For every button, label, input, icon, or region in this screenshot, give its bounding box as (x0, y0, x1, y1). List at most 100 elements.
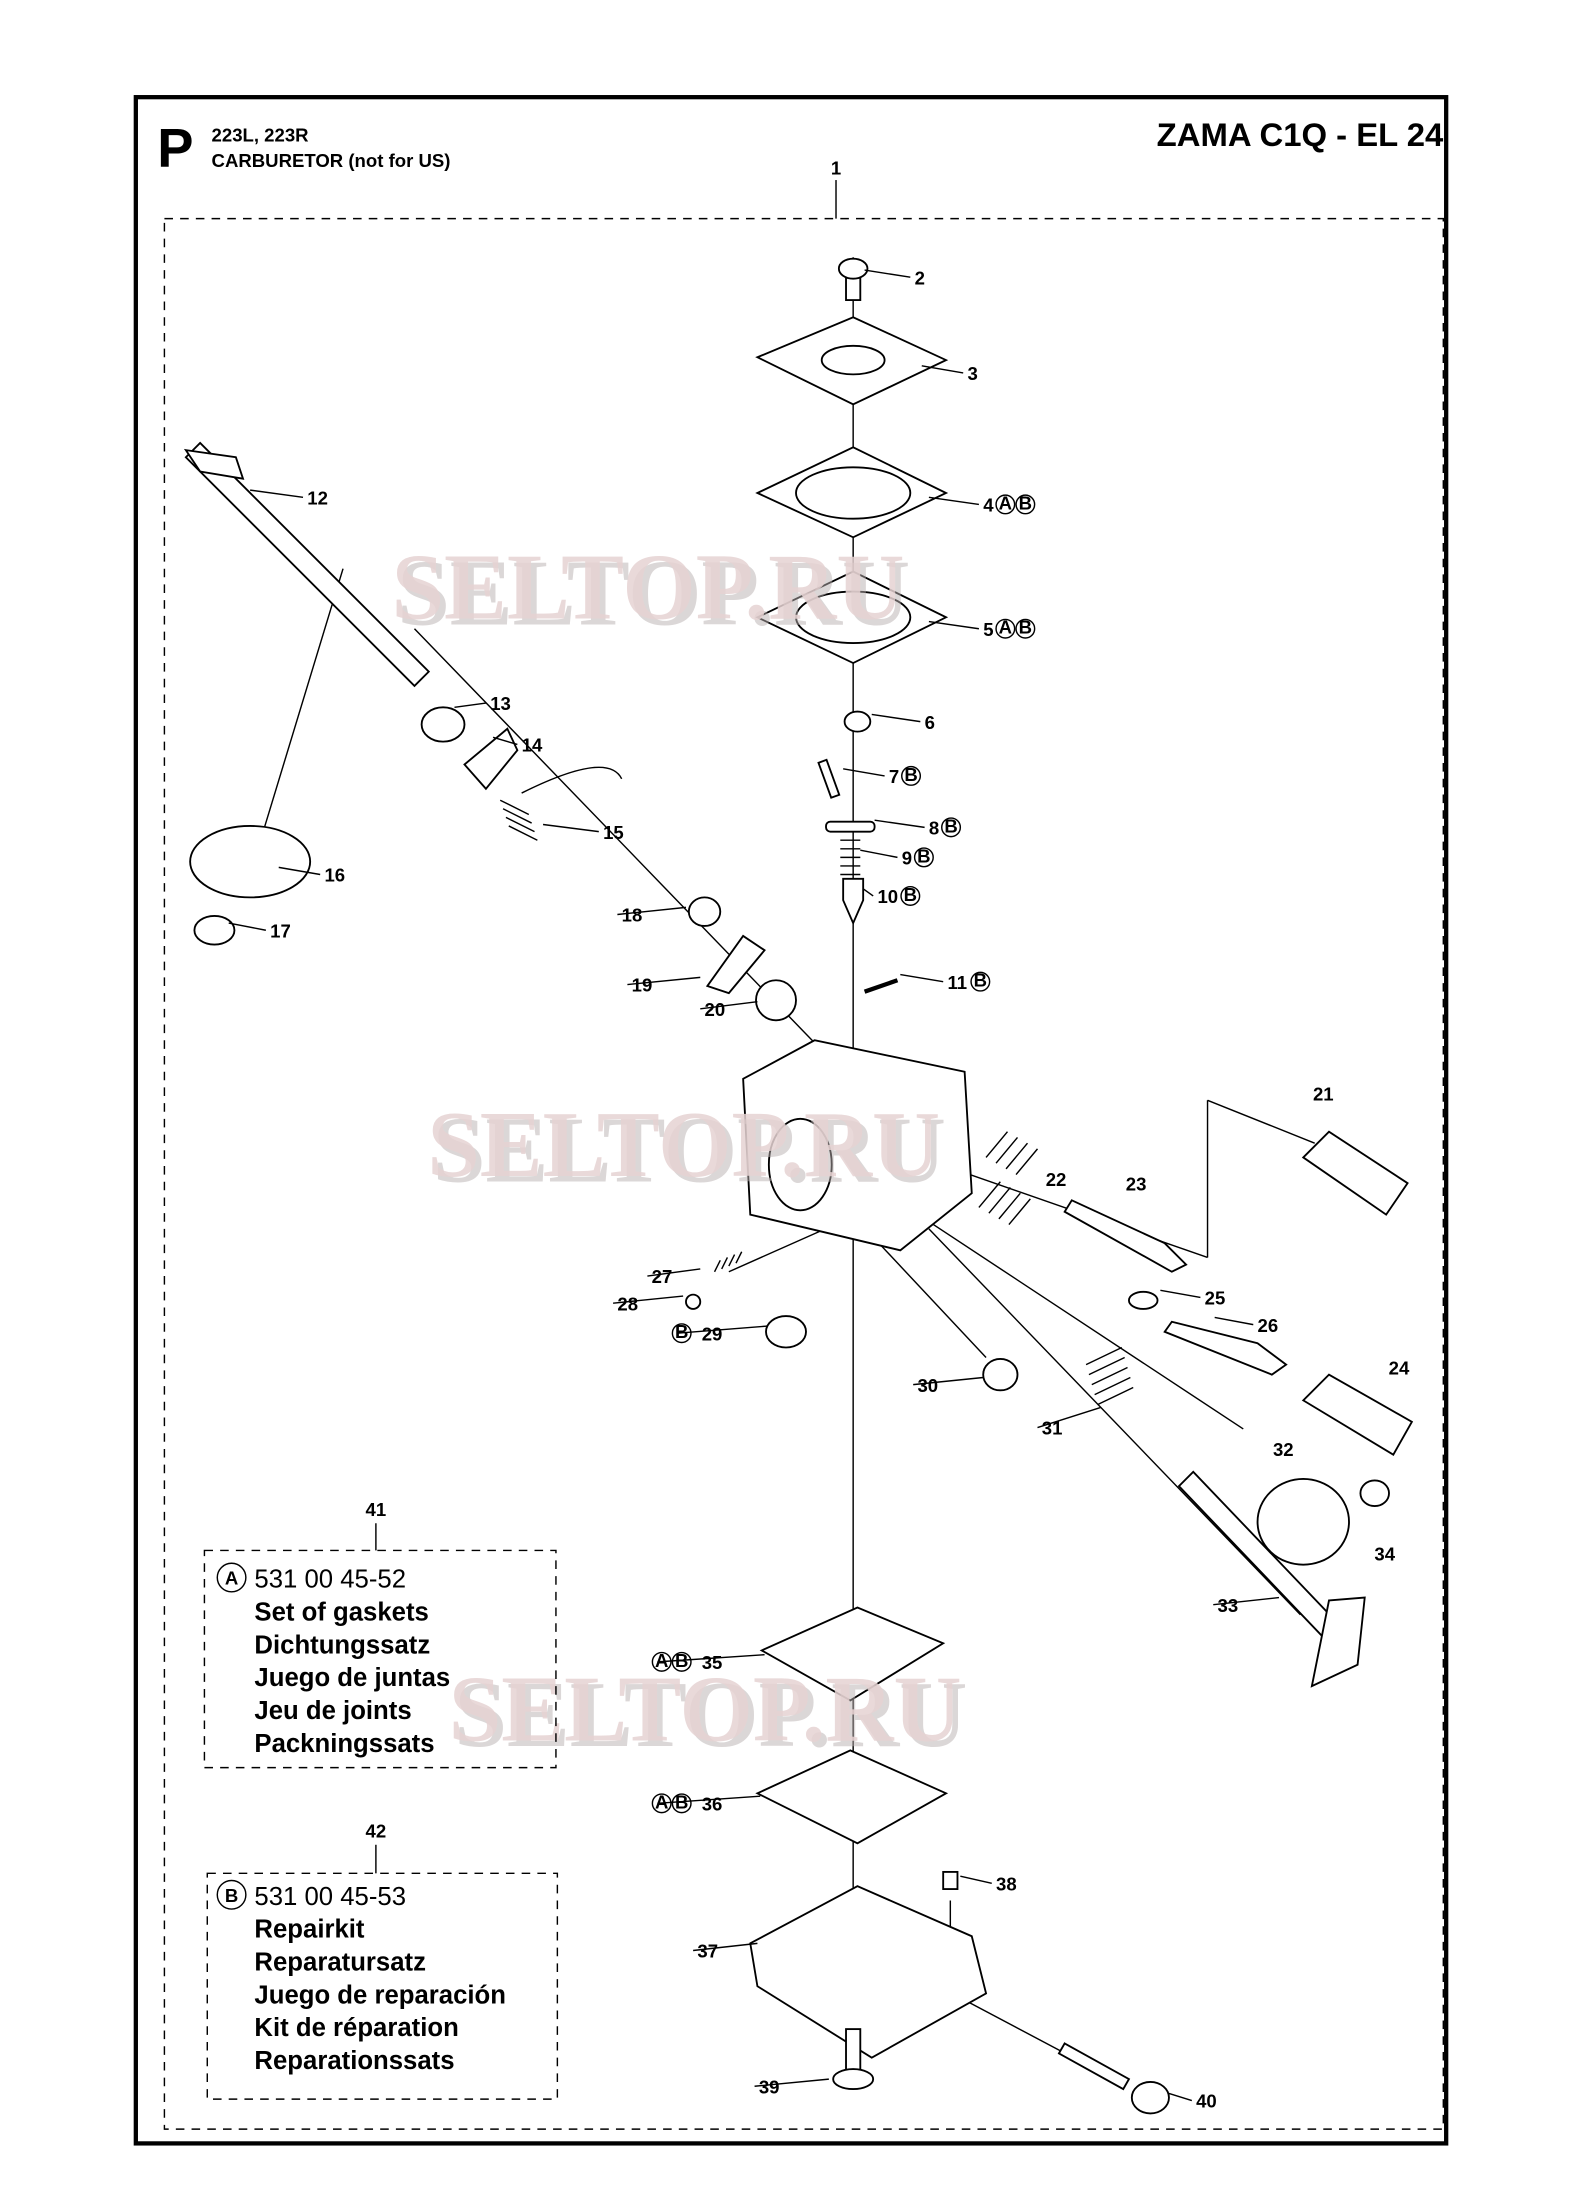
part-bushing-20 (755, 979, 797, 1022)
kit-letter-a: A (225, 1568, 238, 1589)
kit-marker-label: B (675, 1321, 688, 1342)
callout-35: 35 (702, 1652, 723, 1673)
leader-line (900, 973, 944, 983)
part-screw-40 (1057, 2042, 1170, 2115)
part-pin-7 (817, 758, 841, 799)
leader-line (454, 702, 487, 709)
leader-line (1214, 1316, 1254, 1326)
callout-24: 24 (1389, 1358, 1410, 1379)
callout-11: 11 (947, 972, 967, 993)
leader-line (657, 1795, 761, 1805)
callout-4: 4 (983, 495, 994, 516)
leader-line (960, 1875, 992, 1885)
kit-b-name: Juego de reparación (254, 1981, 506, 2009)
carburetor-model: ZAMA C1Q - EL 24 (1157, 116, 1444, 153)
callout-18: 18 (622, 905, 643, 926)
part-ball-28 (685, 1293, 702, 1310)
part-limiter-cap-24 (1301, 1373, 1414, 1456)
callout-37: 37 (697, 1941, 718, 1962)
part-plug-38 (942, 1870, 959, 1890)
kit-marker-a (651, 1793, 672, 1814)
callout-41: 41 (366, 1499, 387, 1520)
kit-a-part-number: 531 00 45-52 (254, 1566, 406, 1594)
kit-marker-label: B (675, 1791, 688, 1812)
callout-42: 42 (366, 1821, 387, 1842)
callout-30: 30 (917, 1375, 938, 1396)
part-screw-18 (687, 896, 722, 927)
part-pump-cover-3-center (820, 344, 886, 376)
leader-line (921, 365, 964, 374)
callout-19: 19 (632, 975, 653, 996)
page-frame (133, 95, 1449, 2146)
part-shaft-12 (184, 441, 431, 688)
part-diaphragm-4-center (795, 466, 912, 520)
callout-27: 27 (652, 1266, 673, 1287)
part-spring-22a (985, 1131, 1039, 1176)
kit-marker-a (995, 618, 1016, 639)
callout-29: 29 (702, 1323, 723, 1344)
kit-marker-label: B (917, 845, 930, 866)
callout-14: 14 (522, 735, 543, 756)
svg-text:SELTOP.RU: SELTOP.RU (427, 1093, 940, 1197)
callout-40: 40 (1196, 2091, 1217, 2112)
part-gasket-5-hole (795, 590, 912, 644)
leader-line (617, 906, 687, 916)
callout-13: 13 (490, 693, 511, 714)
part-bushing-13 (420, 706, 466, 743)
kit-box-b: B 531 00 45-53 Repairkit Reparatursatz J… (206, 1844, 559, 2100)
svg-text:SELTOP.RU: SELTOP.RU (397, 541, 910, 645)
kit-b-name: Repairkit (254, 1916, 364, 1944)
part-needle-26 (1163, 1320, 1288, 1376)
kit-marker-label: B (974, 970, 987, 991)
kit-marker-b (901, 765, 922, 786)
kit-marker-b (941, 817, 962, 838)
leader-line (1213, 1596, 1280, 1606)
callout-7: 7 (889, 766, 899, 787)
kit-marker-label: A (999, 617, 1012, 638)
callout-5: 5 (983, 619, 993, 640)
callout-28: 28 (617, 1293, 638, 1314)
leader-line (228, 922, 266, 931)
kit-marker-b (1015, 494, 1036, 515)
part-carburetor-bore (767, 1117, 833, 1212)
part-choke-valve-32 (1256, 1478, 1350, 1566)
part-lever-19 (705, 934, 766, 995)
leader-line (928, 620, 980, 630)
kit-marker-label: B (904, 884, 917, 905)
part-screw-30 (982, 1357, 1019, 1392)
part-limiter-cap-21 (1301, 1130, 1409, 1216)
callout-33: 33 (1218, 1595, 1239, 1616)
part-screw-2 (837, 257, 869, 302)
part-shaft-12-head (183, 448, 245, 480)
part-gasket-36 (755, 1749, 949, 1845)
kit-letter-b: B (225, 1885, 238, 1906)
model-list: 223L, 223R (212, 124, 310, 145)
diagram-title: CARBURETOR (not for US) (212, 150, 451, 171)
kit-a-name: Juego de juntas (254, 1664, 450, 1692)
kit-marker-label: B (944, 815, 957, 836)
leader-line (913, 1376, 984, 1386)
part-screw-34 (1359, 1479, 1390, 1508)
kit-marker-label: A (999, 492, 1012, 513)
leader-line (613, 1295, 684, 1304)
kit-marker-a (651, 1651, 672, 1672)
part-pump-body-37 (749, 1885, 988, 2059)
kit-marker-b (671, 1651, 692, 1672)
kit-marker-b (970, 971, 991, 992)
assembly-boundary (163, 217, 1445, 2130)
svg-text:SELTOP.RU: SELTOP.RU (454, 1663, 967, 1767)
leader-line (542, 823, 599, 833)
part-spring-22b (978, 1181, 1031, 1226)
kit-marker-b (900, 885, 921, 906)
callout-39: 39 (759, 2076, 780, 2097)
callout-23: 23 (1126, 1173, 1147, 1194)
callout-26: 26 (1258, 1315, 1279, 1336)
kit-b-name: Kit de réparation (254, 2014, 458, 2042)
leader-line (1168, 2092, 1193, 2102)
leader-line (928, 496, 980, 506)
part-needle-10 (842, 877, 865, 926)
callout-8: 8 (929, 818, 939, 839)
callout-2: 2 (915, 267, 925, 288)
leader-line (874, 819, 925, 829)
